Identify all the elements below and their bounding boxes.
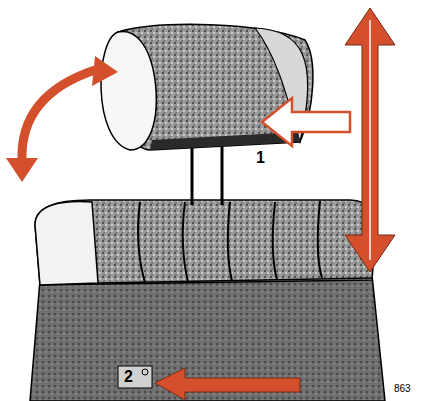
figure-code: 863 xyxy=(394,384,411,394)
callout-number: 2 xyxy=(124,369,133,385)
callout-number: 1 xyxy=(256,150,265,166)
